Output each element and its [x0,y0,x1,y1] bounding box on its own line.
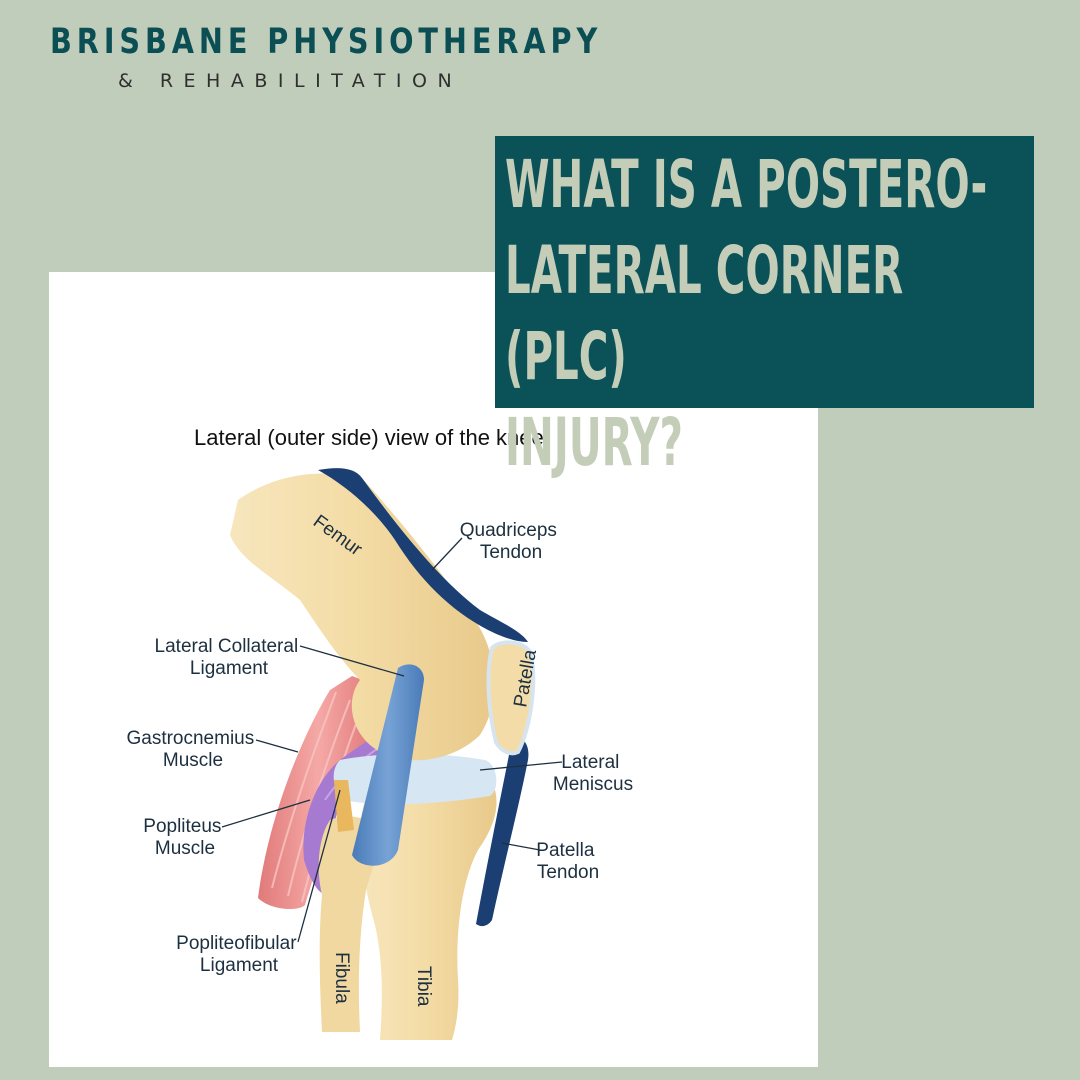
quadriceps-tendon-label: Quadriceps Tendon [460,520,562,563]
meniscus-leader [479,761,563,771]
fibula-bone [318,816,379,1032]
figure-title: Lateral (outer side) view of the knee [194,425,544,450]
tibia-label: Tibia [413,966,434,1007]
brand-logo: BRISBANE PHYSIOTHERAPY & REHABILITATION [50,20,597,92]
popliteus-label: Popliteus Muscle [143,816,226,859]
headline-box: WHAT IS A POSTERO- LATERAL CORNER (PLC) … [495,136,1034,481]
patella-bone [486,640,536,756]
brand-subtitle: & REHABILITATION [118,70,463,92]
popliteus-leader [221,799,311,828]
gastrocnemius-leader [255,739,299,753]
fibula-label: Fibula [331,952,352,1004]
lateral-collateral-ligament [352,664,424,866]
quadriceps-tendon-leader [431,537,463,571]
patella-tendon-label: Patella Tendon [536,840,599,883]
lateral-meniscus [333,754,497,805]
gastrocnemius-label: Gastrocnemius Muscle [126,728,259,771]
lcl-leader [299,645,405,677]
lateral-meniscus-label: Lateral Meniscus [553,752,633,795]
patella-tendon-shape [476,735,529,927]
patella-tendon-leader [501,842,541,851]
headline: WHAT IS A POSTERO- LATERAL CORNER (PLC) … [505,146,988,481]
popliteofibular-leader [297,789,341,943]
lcl-label: Lateral Collateral Ligament [155,636,304,679]
femur-bone [230,473,495,761]
popliteofibular-label: Popliteofibular Ligament [176,933,302,976]
